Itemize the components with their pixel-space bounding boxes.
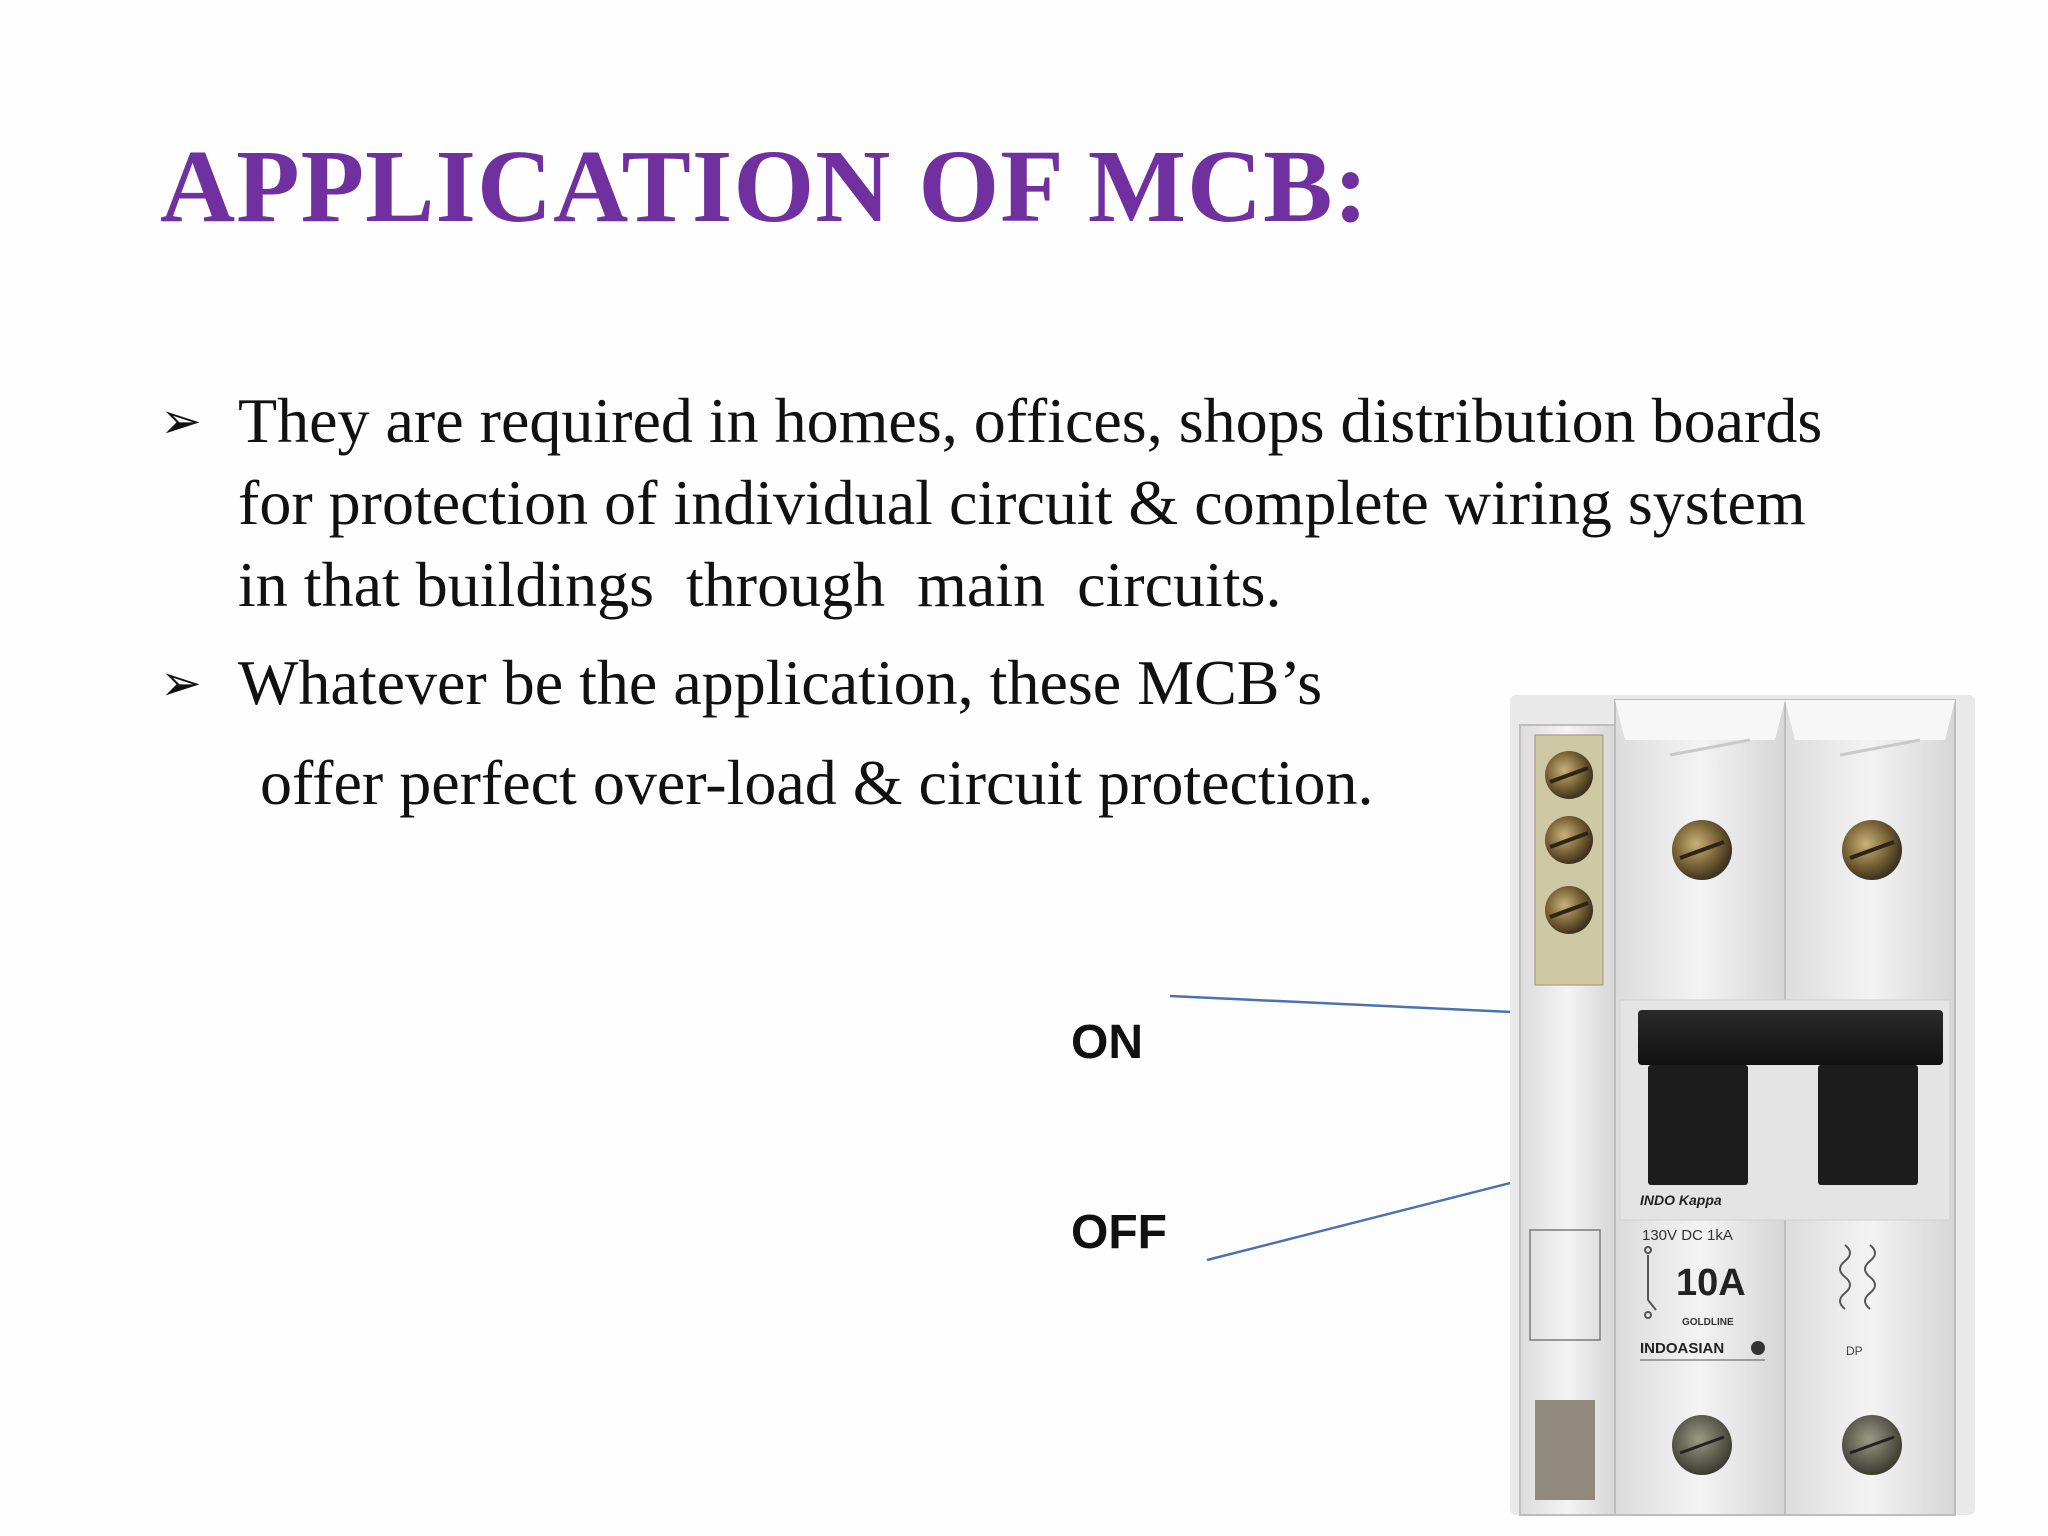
maker-text: INDOASIAN (1640, 1340, 1724, 1357)
bullet-arrow-icon: ➢ (160, 392, 202, 450)
rating-text: 130V DC 1kA (1642, 1227, 1733, 1244)
bullet-list: ➢ They are required in homes, offices, s… (160, 380, 1960, 824)
bullet-line: Whatever be the application, these MCB’s (238, 647, 1323, 718)
bullet-line: for protection of individual circuit & c… (238, 467, 1806, 538)
slide-title: APPLICATION OF MCB: (160, 129, 1370, 244)
bullet-item: ➢ They are required in homes, offices, s… (160, 380, 1960, 626)
bullet-arrow-icon: ➢ (160, 654, 202, 712)
bullet-item: ➢ Whatever be the application, these MCB… (160, 642, 1960, 824)
bullet-line: offer perfect over-load & circuit protec… (260, 747, 1374, 818)
on-label: ON (1071, 1016, 1143, 1069)
bullet-line: They are required in homes, offices, sho… (238, 385, 1823, 456)
mcb-device-image: INDO Kappa 130V DC 1kA 10A GOLDLINE INDO… (1510, 695, 1975, 1516)
pole-mark: DP (1846, 1344, 1863, 1358)
brand-text: INDO Kappa (1640, 1192, 1722, 1208)
off-label: OFF (1071, 1206, 1167, 1259)
bullet-line: in that buildings through main circuits. (238, 549, 1282, 620)
series-text: GOLDLINE (1682, 1317, 1734, 1328)
current-rating: 10A (1676, 1262, 1746, 1304)
